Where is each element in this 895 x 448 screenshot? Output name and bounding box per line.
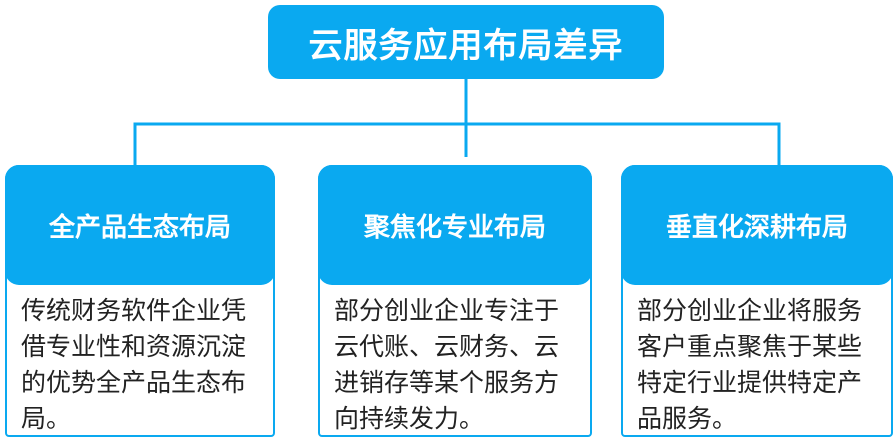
branch-body-3: 部分创业企业将服务客户重点聚焦于某些特定行业提供特定产品服务。 [637,296,863,433]
branch-body-1: 传统财务软件企业凭借专业性和资源沉淀的优势全产品生态布局。 [21,296,247,433]
branch-card-1: 全产品生态布局 传统财务软件企业凭借专业性和资源沉淀的优势全产品生态布局。 [5,165,275,437]
branch-body-2: 部分创业企业专注于云代账、云财务、云进销存等某个服务方向持续发力。 [334,296,560,433]
branch-bar [133,122,781,165]
branch-card-2: 聚焦化专业布局 部分创业企业专注于云代账、云财务、云进销存等某个服务方向持续发力… [318,165,592,437]
branch-card-3: 垂直化深耕布局 部分创业企业将服务客户重点聚焦于某些特定行业提供特定产品服务。 [621,165,893,437]
branch-heading-3: 垂直化深耕布局 [621,165,893,285]
branch-heading-2: 聚焦化专业布局 [318,165,592,285]
branch-heading-1: 全产品生态布局 [5,165,275,285]
diagram-title: 云服务应用布局差异 [268,5,664,79]
